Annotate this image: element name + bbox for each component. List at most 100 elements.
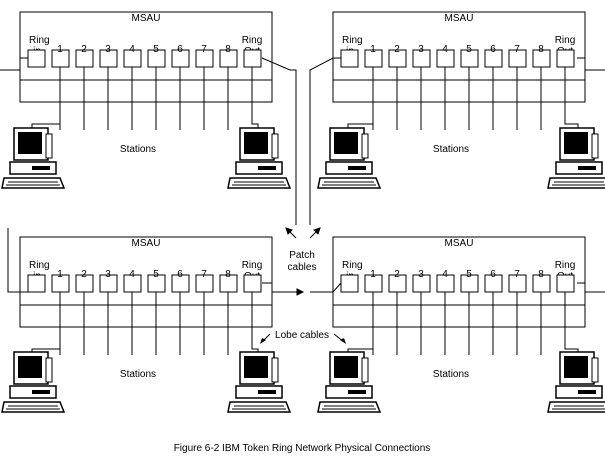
- external-ring-out-cable-top: [577, 57, 605, 71]
- ring-out-label: Ring: [242, 260, 263, 271]
- monitor-screen: [334, 356, 358, 378]
- msau-label: MSAU: [445, 13, 474, 24]
- monitor-side: [591, 133, 599, 159]
- monitor-screen: [244, 132, 268, 154]
- external-ring-in-cable-top: [0, 57, 28, 71]
- computer-icon: [547, 127, 605, 189]
- port-number: 5: [466, 44, 472, 55]
- monitor-side: [271, 133, 279, 159]
- lobe-cable-left: [347, 123, 374, 130]
- lobe-cable-left: [31, 348, 61, 355]
- keyboard: [317, 401, 382, 413]
- port-number: 3: [418, 44, 424, 55]
- port-number: 5: [153, 44, 159, 55]
- ring-out-port: [243, 274, 262, 293]
- keyboard: [1, 401, 66, 413]
- ring-out-port: [556, 49, 575, 68]
- port-number: 1: [370, 44, 376, 55]
- port-number: 2: [394, 269, 400, 280]
- port-number: 6: [490, 44, 496, 55]
- drive-slot: [32, 166, 50, 170]
- keyboard: [227, 177, 292, 189]
- drive-slot: [258, 166, 276, 170]
- lobe-cable-left: [31, 123, 61, 130]
- lobe-cable-right: [251, 292, 259, 353]
- patch-cable-a: [261, 57, 297, 225]
- patch-cables-label: Patch: [289, 250, 315, 261]
- port-number: 8: [225, 44, 231, 55]
- msau-unit-bottom-left: MSAURinginRingOut12345678Stations: [19, 236, 273, 380]
- ring-in-label: Ring: [29, 260, 50, 271]
- ring-out-label: Ring: [555, 35, 576, 46]
- port-number: 8: [225, 269, 231, 280]
- ring-in-label: Ring: [342, 35, 363, 46]
- port-number: 2: [81, 269, 87, 280]
- computer-icon: [1, 351, 66, 413]
- stations-label: Stations: [433, 144, 469, 155]
- drive-slot: [32, 390, 50, 394]
- ring-out-port: [243, 49, 262, 68]
- stations-label: Stations: [433, 369, 469, 380]
- keyboard: [547, 401, 605, 413]
- port-number: 4: [129, 269, 135, 280]
- drive-slot: [348, 390, 366, 394]
- msau-unit-bottom-right: MSAURinginRingOut12345678Stations: [332, 236, 586, 380]
- port-number: 4: [129, 44, 135, 55]
- ring-out-port: [556, 274, 575, 293]
- patch-cable-d: [310, 282, 342, 293]
- port-number: 5: [153, 269, 159, 280]
- computer-icon: [547, 351, 605, 413]
- port-number: 4: [442, 44, 448, 55]
- figure-caption: Figure 6-2 IBM Token Ring Network Physic…: [174, 443, 431, 454]
- port-number: 8: [538, 44, 544, 55]
- msau-unit-top-left: MSAURinginRingOut12345678Stations: [19, 11, 273, 155]
- patch-cable-c: [262, 282, 300, 293]
- port-number: 1: [57, 269, 63, 280]
- monitor-screen: [18, 132, 42, 154]
- monitor-side: [271, 357, 279, 383]
- msau-label: MSAU: [132, 238, 161, 249]
- ring-out-label: Ring: [555, 260, 576, 271]
- arrowhead: [340, 338, 346, 344]
- drive-slot: [578, 390, 596, 394]
- port-number: 3: [105, 44, 111, 55]
- arrowhead: [285, 227, 293, 235]
- lobe-cable-right: [564, 67, 579, 128]
- port-number: 6: [177, 44, 183, 55]
- drive-slot: [578, 166, 596, 170]
- external-ring-out-cable-bottom: [577, 282, 605, 293]
- lobe-cable-right: [251, 67, 259, 128]
- monitor-side: [591, 357, 599, 383]
- port-number: 1: [57, 44, 63, 55]
- keyboard: [547, 177, 605, 189]
- stations-label: Stations: [120, 144, 156, 155]
- ring-in-port: [27, 274, 46, 293]
- monitor-side: [361, 133, 369, 159]
- computer-icon: [317, 351, 382, 413]
- monitor-screen: [334, 132, 358, 154]
- port-number: 2: [81, 44, 87, 55]
- lobe-cables-label: Lobe cables: [275, 330, 329, 341]
- port-number: 5: [466, 269, 472, 280]
- monitor-screen: [564, 356, 588, 378]
- port-number: 6: [490, 269, 496, 280]
- computer-icon: [317, 127, 382, 189]
- port-number: 4: [442, 269, 448, 280]
- patch-cable-b: [309, 57, 341, 225]
- port-number: 7: [201, 269, 207, 280]
- computer-icon: [1, 127, 66, 189]
- arrowhead: [296, 288, 305, 296]
- ring-in-port: [340, 274, 359, 293]
- port-number: 6: [177, 269, 183, 280]
- port-number: 7: [514, 269, 520, 280]
- lobe-cable-right: [564, 292, 579, 353]
- keyboard: [317, 177, 382, 189]
- port-number: 7: [201, 44, 207, 55]
- msau-label: MSAU: [132, 13, 161, 24]
- msau-label: MSAU: [445, 238, 474, 249]
- port-number: 1: [370, 269, 376, 280]
- drive-slot: [348, 166, 366, 170]
- port-number: 2: [394, 44, 400, 55]
- port-number: 7: [514, 44, 520, 55]
